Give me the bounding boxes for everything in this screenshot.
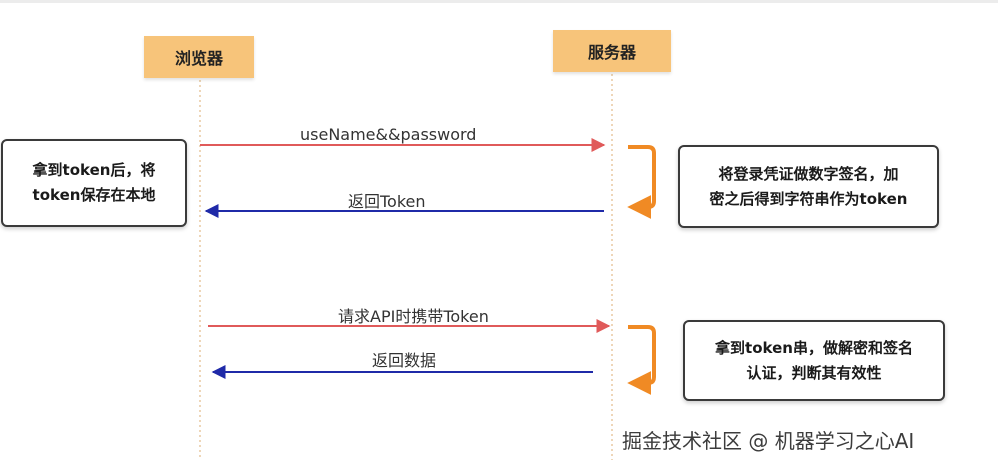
server-sign-note-line-2: 密之后得到字符串作为token <box>709 189 908 208</box>
top-divider <box>0 0 998 3</box>
server-verify-note: 拿到token串，做解密和签名 认证，判断其有效性 <box>683 320 945 401</box>
browser-actor: 浏览器 <box>144 36 254 78</box>
server-verify-note-line-2: 认证，判断其有效性 <box>746 363 882 382</box>
sign-process-arrow <box>627 145 656 219</box>
return-data-message-label: 返回数据 <box>372 351 437 370</box>
verify-process-arrow <box>627 325 656 395</box>
client-store-note-line-1: 拿到token后，将 <box>32 161 156 179</box>
return-token-message-label: 返回Token <box>348 192 426 211</box>
server-sign-note-line-1: 将登录凭证做数字签名，加 <box>718 164 899 183</box>
server-verify-note-line-1: 拿到token串，做解密和签名 <box>715 338 913 357</box>
client-store-note-line-2: token保存在本地 <box>32 186 156 204</box>
request-with-token-message-label: 请求API时携带Token <box>338 307 489 326</box>
login-message-label: useName&&password <box>300 125 477 144</box>
server-actor: 服务器 <box>553 30 671 72</box>
server-sign-note: 将登录凭证做数字签名，加 密之后得到字符串作为token <box>678 145 939 228</box>
client-store-note: 拿到token后，将 token保存在本地 <box>1 139 187 227</box>
watermark: 掘金技术社区 @ 机器学习之心AI <box>622 429 915 453</box>
